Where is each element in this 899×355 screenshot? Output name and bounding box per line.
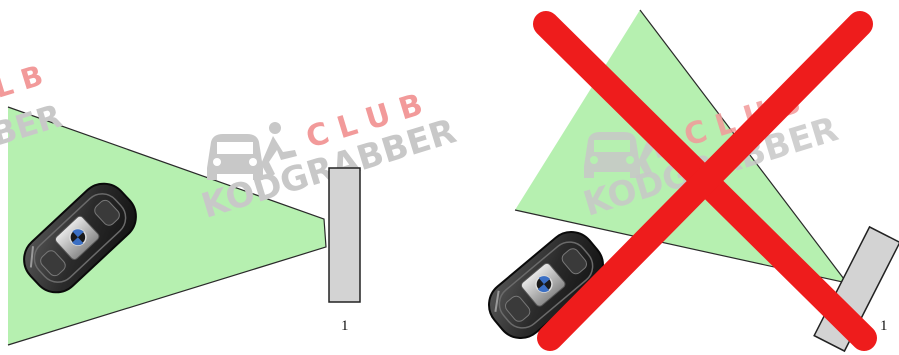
left-panel: C L U B KODGRABBER L B BER 1: [0, 59, 461, 345]
obstacle-left: [329, 168, 360, 302]
watermark-partial-club-text: L B: [0, 59, 47, 105]
obstacle-label-right: 1: [880, 318, 888, 334]
obstacle-label-left: 1: [341, 318, 349, 334]
right-panel: C L U B KODGRABBER 1: [479, 10, 899, 351]
